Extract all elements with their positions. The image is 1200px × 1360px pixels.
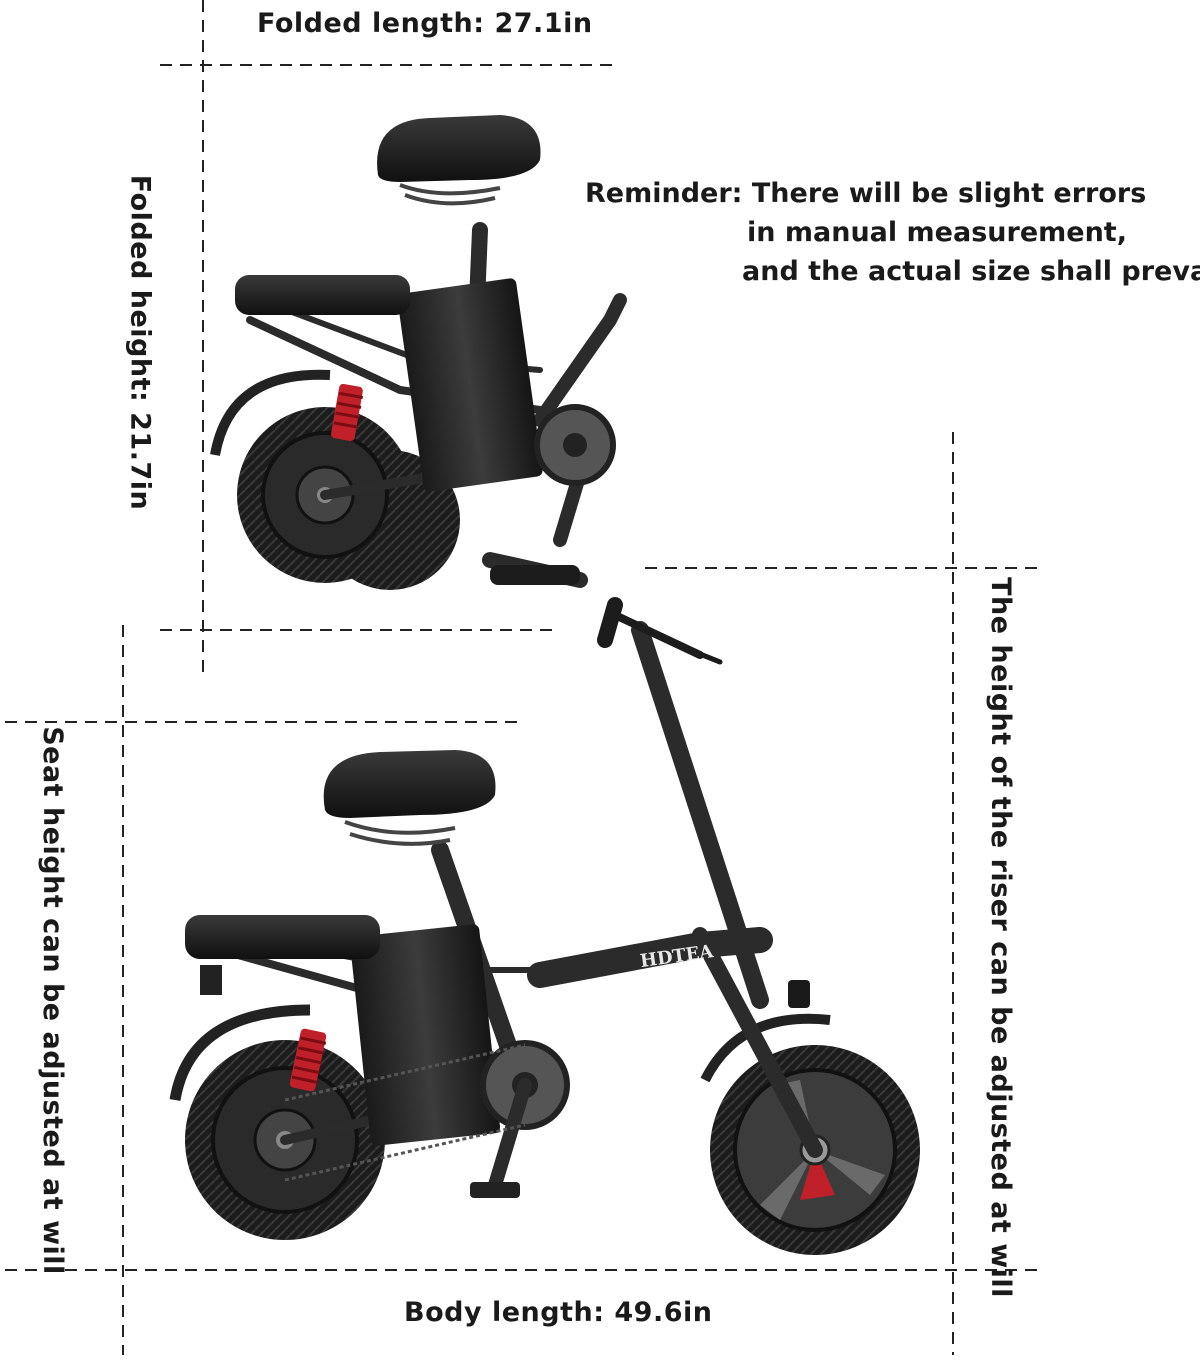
folded-length-label: Folded length: 27.1in — [257, 8, 593, 39]
handlebar — [597, 597, 723, 665]
battery-pack — [349, 924, 501, 1146]
headlight — [788, 980, 810, 1008]
saddle — [323, 750, 496, 818]
folded-rear-shock — [330, 383, 364, 442]
body-length-label: Body length: 49.6in — [404, 1297, 713, 1328]
rear-shock — [289, 1028, 327, 1092]
folded-rear-fender — [210, 369, 331, 456]
riser-height-label: The height of the riser can be adjusted … — [984, 576, 1016, 1298]
folded-bike-illustration — [210, 115, 627, 590]
dimension-lines — [5, 0, 1040, 1355]
folded-battery — [397, 278, 543, 492]
reminder-line-1: Reminder: There will be slight errors — [585, 178, 1147, 209]
folded-rear-wheel — [237, 407, 413, 583]
reminder-note: Reminder: There will be slight errors in… — [585, 174, 1200, 291]
reminder-line-2: in manual measurement, — [747, 217, 1127, 248]
unfolded-bike-illustration: HDTEA — [169, 597, 920, 1255]
seat-height-label: Seat height can be adjusted at will — [36, 725, 68, 1275]
rear-passenger-seat — [185, 915, 380, 959]
folded-height-label: Folded height: 21.7in — [124, 174, 156, 510]
reminder-line-3: and the actual size shall prevail — [742, 256, 1200, 287]
rear-fender — [169, 1004, 311, 1101]
folded-rear-seat — [235, 275, 410, 315]
folded-saddle — [377, 115, 541, 182]
